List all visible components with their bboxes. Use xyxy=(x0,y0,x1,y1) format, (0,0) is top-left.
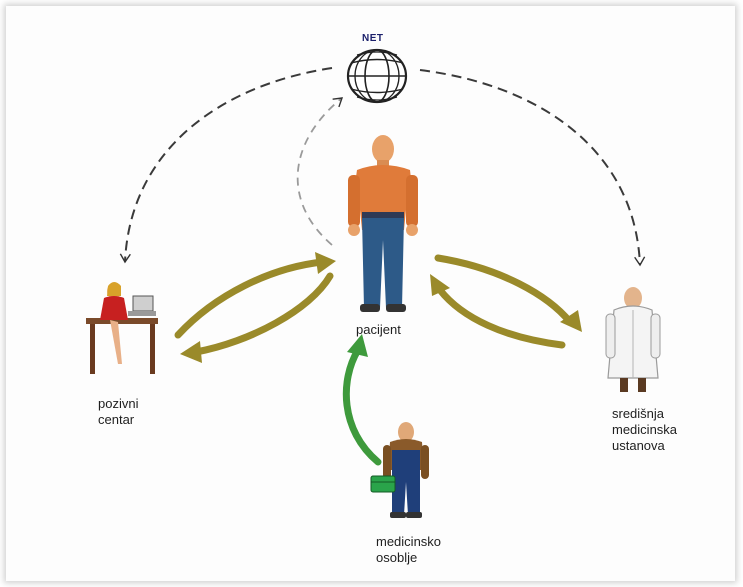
olive-arrow-patient-to-call-center xyxy=(180,272,334,363)
worker-with-case-icon xyxy=(370,422,429,518)
patient-label-text: pacijent xyxy=(356,322,401,337)
patient-label: pacijent xyxy=(356,322,401,338)
olive-arrow-institution-to-patient xyxy=(430,274,566,349)
olive-arrow-call-center-to-patient xyxy=(174,252,336,339)
green-arrow-staff-to-patient xyxy=(342,334,382,466)
call-center-label-line2: centar xyxy=(98,412,135,427)
dashed-arrow-patient-to-net xyxy=(296,97,344,246)
dashed-arrow-net-to-institution xyxy=(419,69,646,267)
institution-label-line2: medicinska xyxy=(612,422,678,437)
man-standing-icon xyxy=(348,135,418,312)
institution-label-line1: središnja xyxy=(612,406,665,421)
institution-label: središnja medicinska ustanova xyxy=(612,406,677,454)
dashed-arrow-net-to-call-center xyxy=(119,67,333,264)
doctor-coat-icon xyxy=(605,287,661,392)
globe-icon xyxy=(346,48,408,104)
institution-label-line3: ustanova xyxy=(612,438,665,453)
woman-at-desk-icon xyxy=(86,282,158,374)
net-label: NET xyxy=(362,33,384,44)
staff-label-line2: osoblje xyxy=(376,550,418,565)
call-center-label-line1: pozivni xyxy=(98,396,139,411)
staff-label-line1: medicinsko xyxy=(376,534,442,549)
staff-label: medicinsko osoblje xyxy=(376,534,441,566)
call-center-label: pozivni centar xyxy=(98,396,138,428)
olive-arrow-patient-to-institution xyxy=(434,254,582,332)
